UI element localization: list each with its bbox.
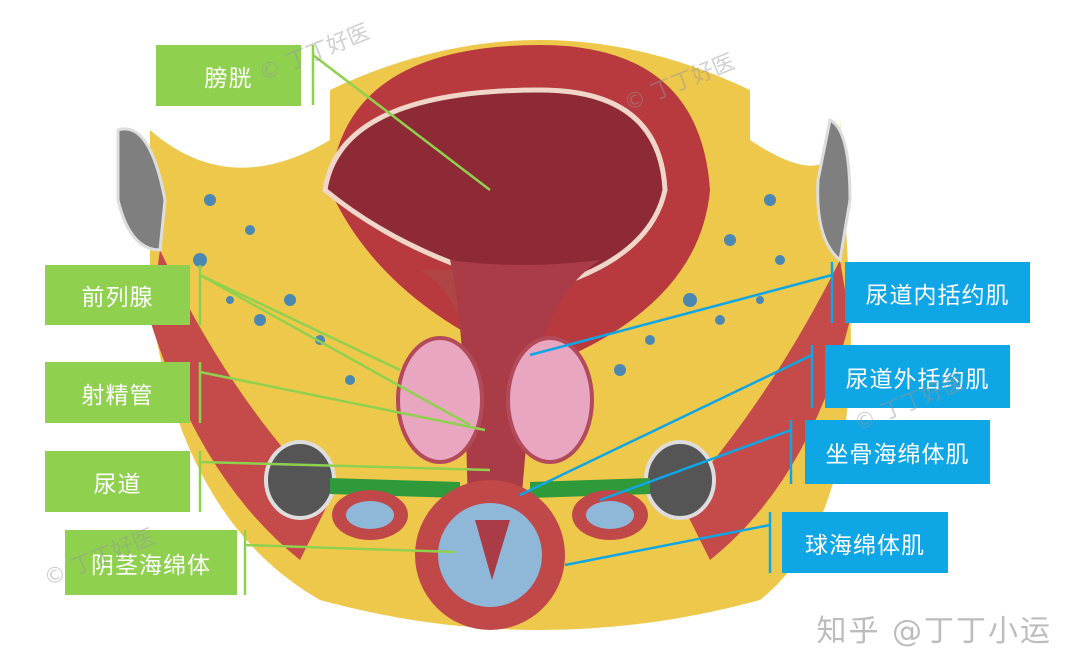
label-internal-sphincter: 尿道内括约肌: [845, 262, 1030, 323]
label-ischiocavernosus: 坐骨海绵体肌: [805, 420, 990, 484]
label-prostate: 前列腺: [45, 265, 190, 325]
label-bulbospongiosus: 球海绵体肌: [782, 512, 948, 573]
brand-watermark: 知乎 @丁丁小运: [816, 614, 1052, 649]
label-bladder: 膀胱: [156, 45, 301, 106]
label-urethra: 尿道: [45, 451, 190, 512]
label-ejaculatory-duct: 射精管: [45, 362, 190, 423]
label-external-sphincter: 尿道外括约肌: [825, 345, 1010, 408]
label-corpus-cavernosum: 阴茎海绵体: [65, 530, 237, 595]
